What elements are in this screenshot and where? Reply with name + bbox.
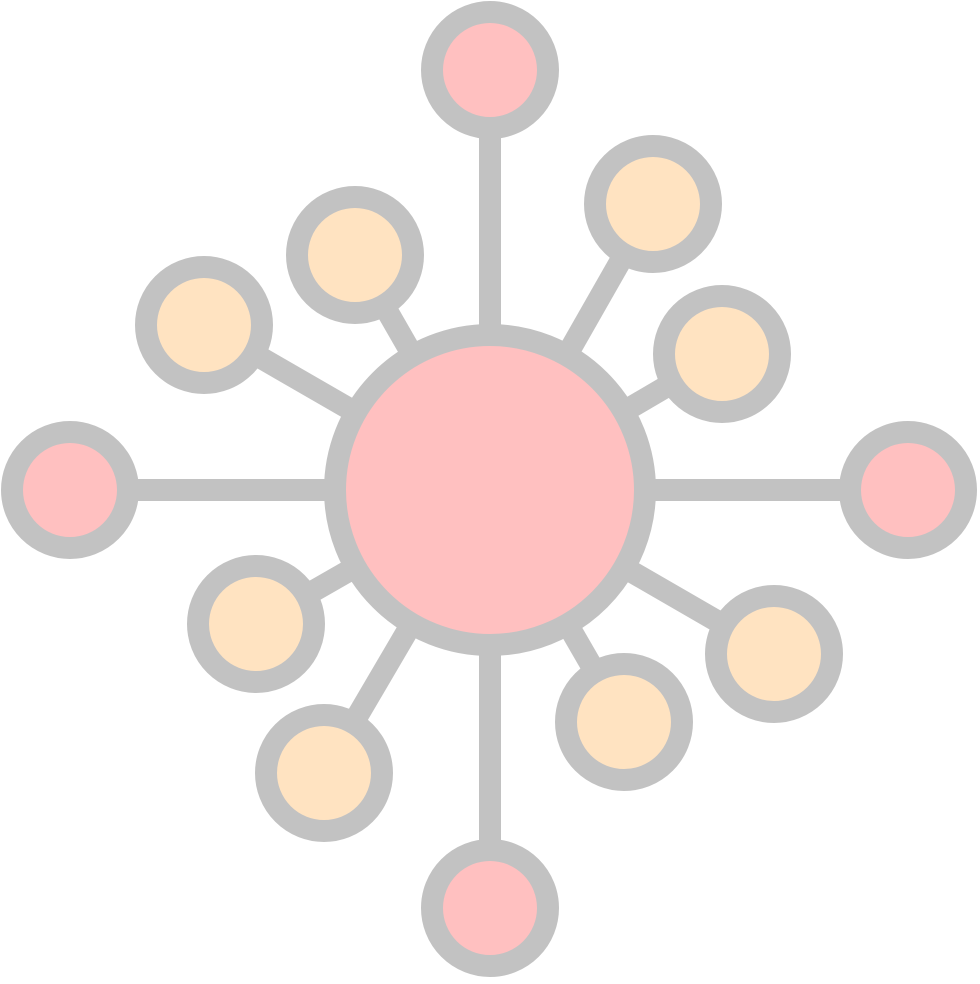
node-right — [839, 421, 977, 559]
node-lower-left-inner — [187, 555, 325, 693]
node-lower-right-inner — [555, 653, 693, 791]
node-lower-left-outer — [255, 704, 393, 842]
node-lower-right-outer — [705, 585, 843, 723]
node-top — [421, 1, 559, 139]
node-upper-left-inner — [286, 186, 424, 324]
node-upper-left-outer — [135, 256, 273, 394]
node-left — [1, 421, 139, 559]
node-upper-right-outer — [584, 135, 722, 273]
node-upper-right-inner — [653, 285, 791, 423]
hub-node — [324, 324, 656, 656]
node-bottom — [421, 839, 559, 977]
